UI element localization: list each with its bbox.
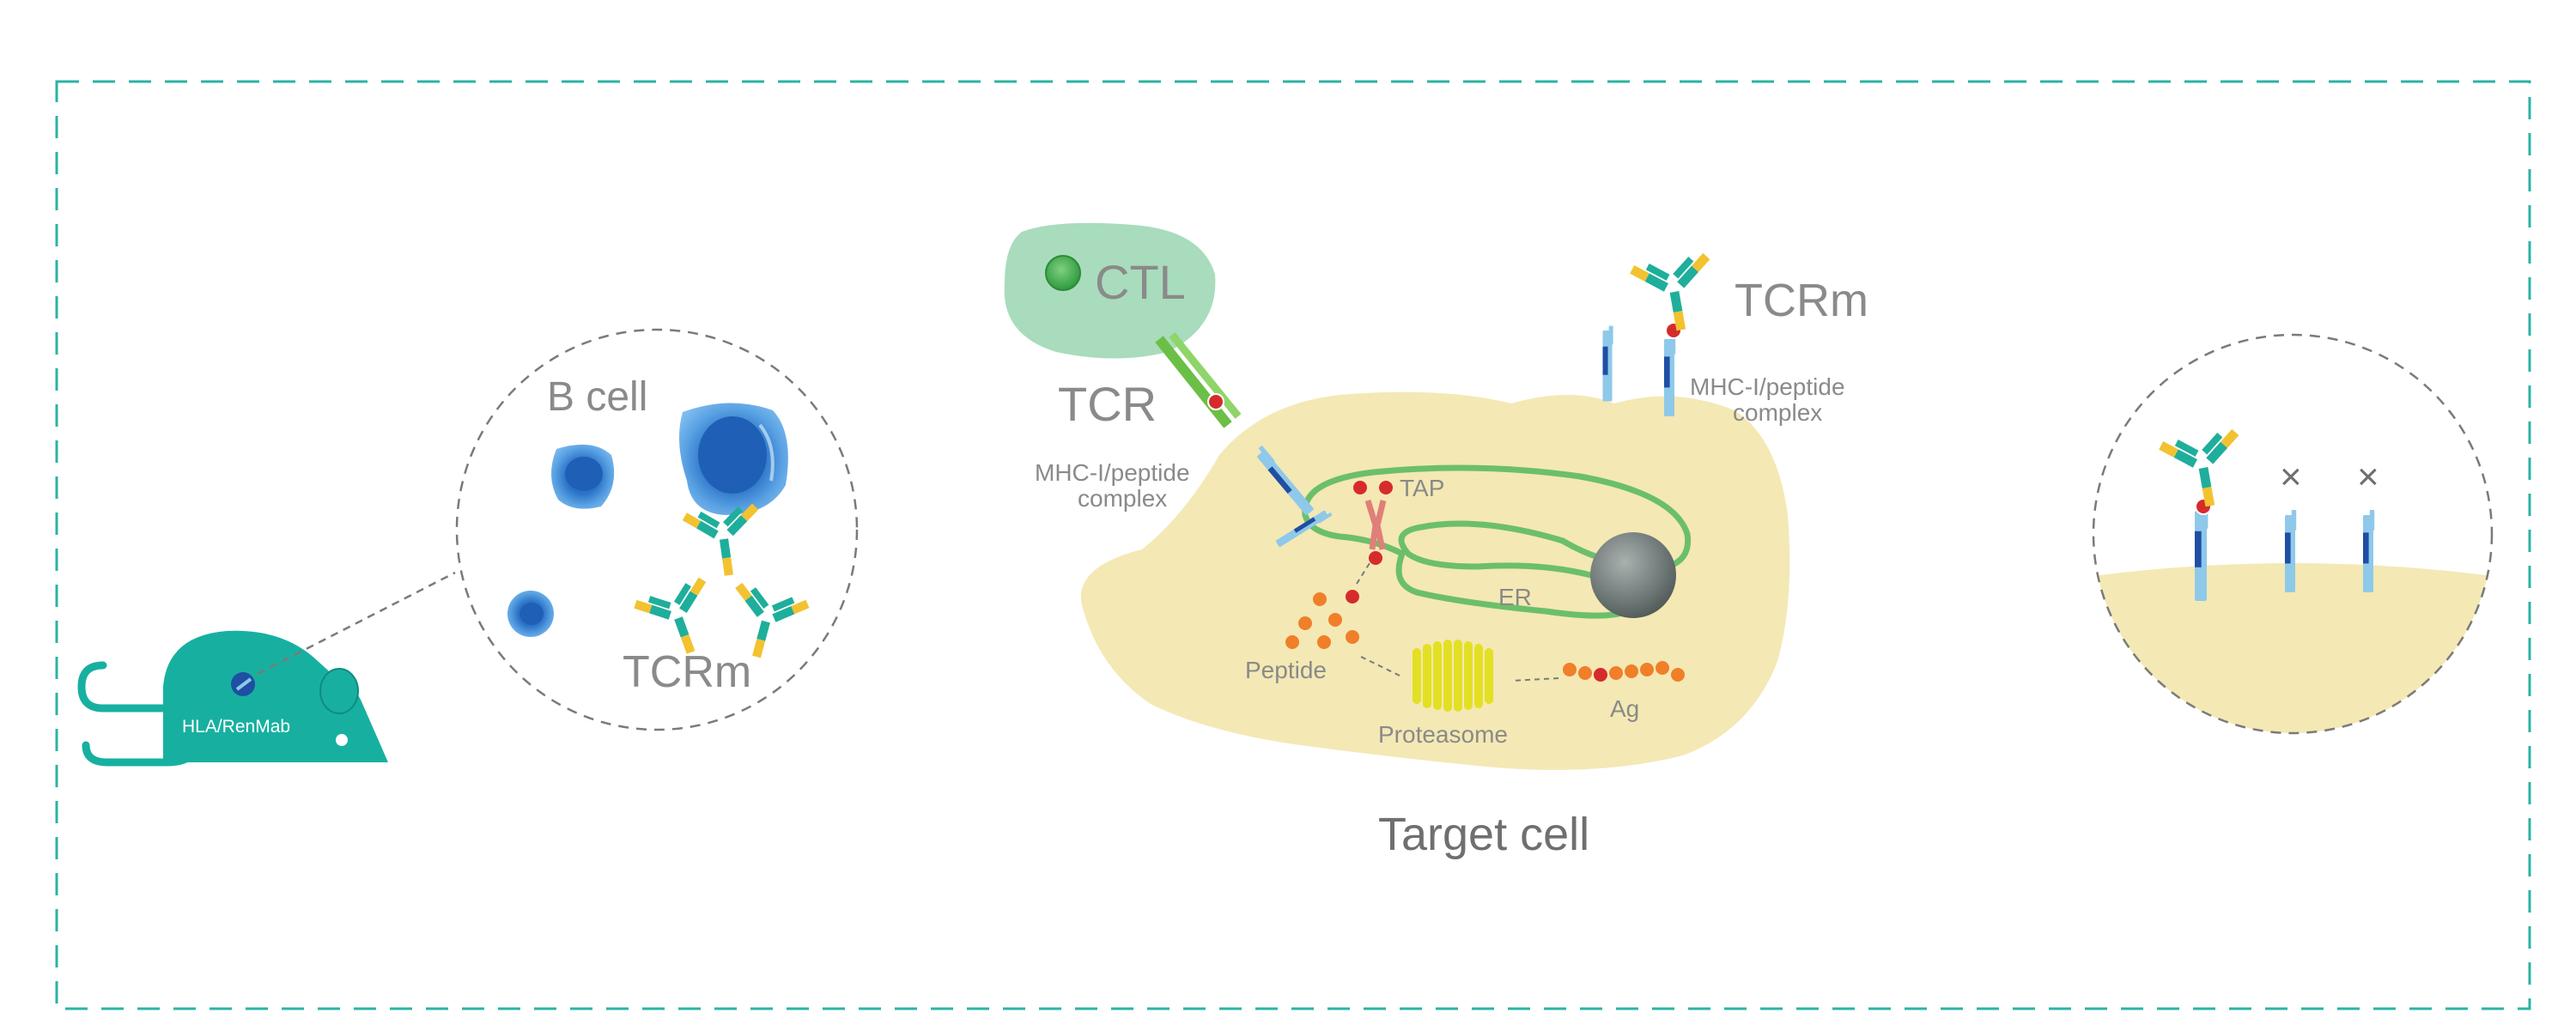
mhc-complex-icon (2195, 505, 2208, 601)
cell-surface (2093, 563, 2492, 733)
target-cell (1080, 391, 1790, 770)
ctl-nucleus-icon (1045, 255, 1081, 291)
ag-to-proteasome-arrow (1510, 677, 1559, 682)
specificity-zoom-circle (2092, 333, 2494, 735)
mhc-left-label: MHC-I/peptide (1035, 459, 1190, 486)
peptide-label: Peptide (1245, 657, 1327, 683)
target-cell-label: Target cell (1378, 809, 1589, 860)
cross-icon: × (2280, 456, 2302, 498)
nucleus-icon (1590, 532, 1676, 618)
mhc-left-label-2: complex (1078, 485, 1167, 512)
b-cell-icon (679, 403, 788, 515)
cross-icon: × (2357, 456, 2379, 498)
proteasome-icon (1413, 640, 1493, 712)
tcr-mhc-complex (1155, 332, 1315, 516)
proteasome-to-peptide-arrow (1360, 656, 1400, 676)
mhc-complex-icon (2285, 510, 2297, 592)
peptide-cluster (1285, 590, 1359, 649)
b-cell-icon (507, 591, 554, 637)
er-membrane (1302, 464, 1692, 619)
tap-label: TAP (1400, 475, 1444, 501)
er-label: ER (1498, 584, 1532, 610)
b-cell-icon (550, 444, 615, 509)
mhc-complex-icon (1602, 325, 1613, 402)
tap-transporter (1353, 481, 1393, 565)
peptide-to-tap-arrow (1356, 562, 1370, 585)
mhc-right-label-2: complex (1733, 399, 1822, 426)
proteasome-label: Proteasome (1378, 721, 1508, 748)
antigen-chain (1563, 661, 1685, 682)
ag-label: Ag (1610, 695, 1639, 722)
tcrm-top-label: TCRm (1735, 275, 1868, 326)
tcrm-left-label: TCRm (623, 647, 751, 697)
mouse-icon (77, 630, 388, 767)
zoom-connector-line (257, 571, 456, 676)
mouse-label: HLA/RenMab (182, 717, 290, 737)
mhc-complex-icon (2363, 510, 2375, 592)
bcell-zoom-circle (455, 328, 859, 731)
tcr-label: TCR (1058, 377, 1157, 431)
mhc-right-label: MHC-I/peptide (1690, 373, 1845, 400)
mhc-complex-icon (1664, 334, 1676, 416)
outer-frame (55, 80, 2531, 1010)
ctl-label: CTL (1095, 255, 1186, 309)
bcell-label: B cell (547, 374, 647, 420)
